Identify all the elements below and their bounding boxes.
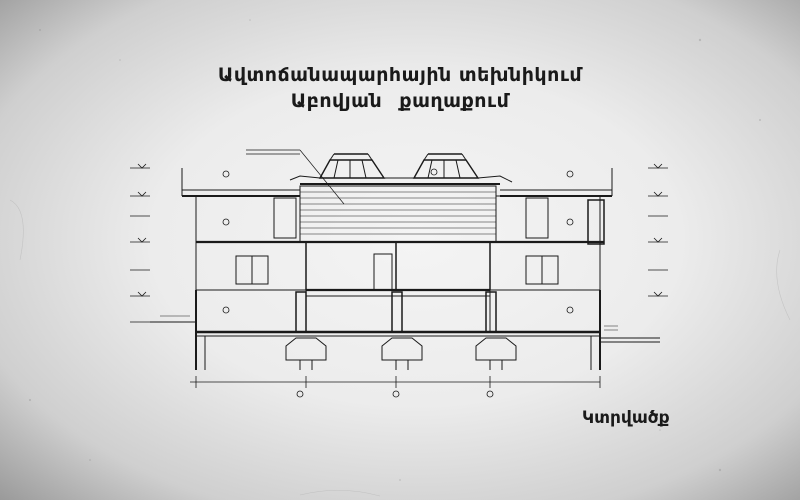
footing-center — [381, 337, 423, 370]
right-wing — [489, 195, 605, 333]
center-lower-level — [295, 253, 497, 333]
skylight-right — [412, 153, 480, 179]
level-markers-left — [130, 163, 150, 323]
detail-tags — [222, 168, 574, 398]
drawing-title-line-1: Ավտոճանապարհային տեխնիկում — [217, 64, 583, 86]
drawing-caption: Կտրվածք — [582, 408, 670, 428]
central-hall — [299, 185, 497, 290]
footing-left — [285, 337, 327, 370]
foundation — [150, 290, 660, 370]
level-markers-right — [648, 163, 668, 297]
dimension-line-bottom — [190, 376, 601, 388]
annotation-leader — [246, 149, 345, 205]
footing-right — [475, 337, 517, 370]
drawing-title-line-2: Աբովյան քաղաքում — [290, 90, 510, 112]
skylight-left — [318, 153, 386, 179]
left-wing — [195, 195, 307, 333]
